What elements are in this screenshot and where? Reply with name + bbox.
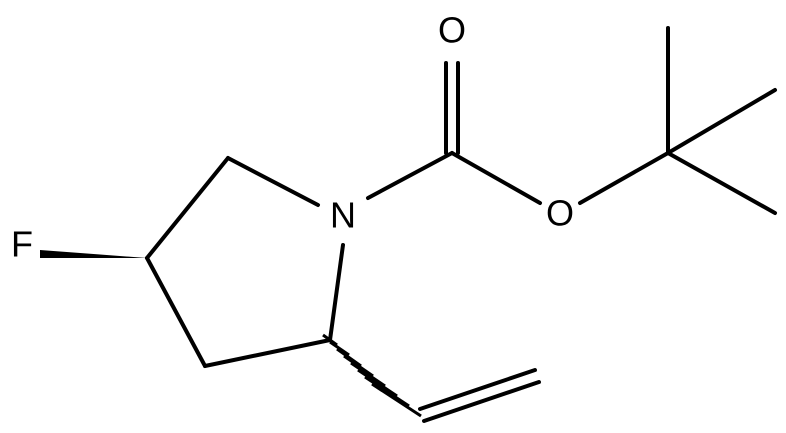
bond-ring-top (226, 156, 320, 207)
bond-vinyl-double-b (422, 380, 541, 423)
hashed-wedge-bond-vinyl (322, 333, 422, 418)
wedge-bond-fluorine (40, 250, 147, 258)
bond-ring-left-lower (145, 256, 207, 368)
atom-label-carbonyl-oxygen: O (438, 10, 466, 51)
atom-label-nitrogen: N (330, 195, 356, 236)
bond-tbutyl-methyl-lower-right (666, 151, 777, 215)
bond-ring-right (328, 243, 345, 342)
bond-carbonyl-ester-o (450, 151, 542, 205)
bond-n-carbonyl (366, 151, 454, 200)
atom-label-fluorine: F (11, 224, 33, 265)
bond-ring-left-upper (145, 156, 230, 260)
bond-vinyl-double-a (418, 368, 537, 411)
bond-ring-bottom (203, 338, 332, 368)
bond-ester-o-tbutyl (578, 151, 670, 205)
atom-label-ester-oxygen: O (546, 193, 574, 234)
bond-tbutyl-methyl-upper-right (666, 88, 777, 155)
